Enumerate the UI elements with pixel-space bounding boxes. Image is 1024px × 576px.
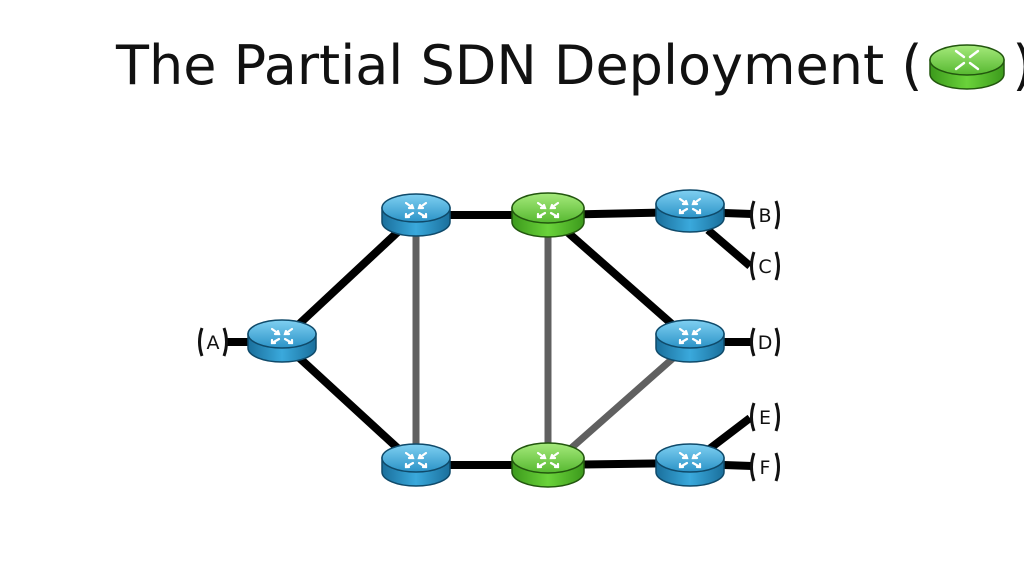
link-rA-r2 xyxy=(279,212,419,343)
link-host-F xyxy=(723,461,753,470)
host-label-C: C xyxy=(758,256,771,278)
link-host-E xyxy=(705,414,753,454)
link-rA-r4 xyxy=(279,339,419,468)
host-label-D: D xyxy=(758,332,773,354)
host-B: B xyxy=(750,200,780,230)
router-top-right-icon xyxy=(656,190,724,232)
host-F: F xyxy=(750,452,780,482)
router-bottom-right-icon xyxy=(656,444,724,486)
router-top-left-icon xyxy=(382,194,450,236)
router-bottom-left-icon xyxy=(382,444,450,486)
host-C: C xyxy=(750,251,780,281)
sdn-router-bottom-icon xyxy=(512,443,584,487)
sdn-router-top-icon xyxy=(512,193,584,237)
title-text: The Partial SDN Deployment ( xyxy=(116,34,923,97)
link-host-C xyxy=(705,226,753,270)
router-mid-right-icon xyxy=(656,320,724,362)
link-host-B xyxy=(723,209,753,218)
slide-title: The Partial SDN Deployment ( ) xyxy=(116,38,1024,94)
host-D: D xyxy=(750,327,780,357)
link-rD-s2 xyxy=(557,342,691,461)
sdn-router-legend-icon xyxy=(929,44,1006,90)
host-label-B: B xyxy=(758,205,771,227)
host-label-F: F xyxy=(760,457,771,479)
title-close: ) xyxy=(1012,39,1024,93)
router-left-icon xyxy=(248,320,316,362)
link-s1-rD xyxy=(545,211,693,344)
host-label-E: E xyxy=(759,407,771,429)
host-label-A: A xyxy=(207,332,220,354)
host-E: E xyxy=(750,402,780,432)
host-A: A xyxy=(198,327,228,357)
